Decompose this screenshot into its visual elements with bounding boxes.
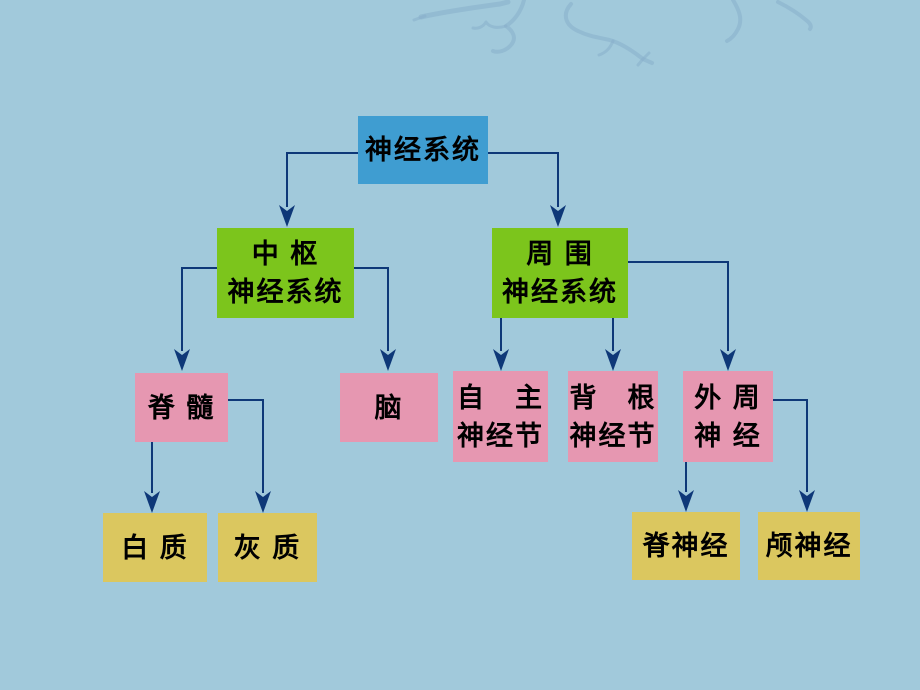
- node-peripheral-nerve-label-line1: 外 周: [694, 382, 762, 413]
- node-spinal-nerve-label: 脊神经: [642, 531, 730, 561]
- node-spinal-cord-label: 脊 髓: [147, 392, 216, 423]
- node-dorsal-root-label-line2: 神经节: [569, 420, 657, 451]
- node-dorsal-root-ganglia: 背 根 神经节: [568, 371, 658, 462]
- node-central-label-line1: 中 枢: [251, 239, 320, 269]
- connector-nervous-to-peripheral: [487, 152, 566, 227]
- node-central-label-line2: 神经系统: [227, 277, 344, 307]
- node-central-nervous-system: 中 枢 神经系统: [217, 228, 354, 318]
- connector-spinal-cord-to-gray-matter: [228, 399, 271, 513]
- node-peripheral-label-line2: 神经系统: [502, 277, 618, 307]
- connector-central-to-brain: [353, 267, 396, 371]
- node-white-matter-label: 白 质: [121, 532, 189, 563]
- connector-central-to-spinal-cord: [174, 267, 217, 371]
- node-peripheral-nerve-label-line2: 神 经: [694, 420, 762, 451]
- node-dorsal-root-label-line1: 背 根: [569, 382, 657, 413]
- connector-spinal-cord-to-white-matter: [144, 442, 160, 513]
- connector-peripheral-nerve-to-cranial-nerve: [773, 399, 815, 512]
- connector-peripheral-nerve-to-spinal-nerve: [678, 462, 694, 512]
- node-autonomic-ganglia: 自 主 神经节: [453, 371, 548, 462]
- node-nervous-system: 神经系统: [358, 116, 488, 184]
- node-brain: 脑: [340, 373, 438, 442]
- connector-peripheral-to-dorsal-root: [605, 318, 621, 371]
- node-spinal-cord: 脊 髓: [135, 373, 228, 442]
- node-gray-matter-label: 灰 质: [233, 532, 302, 563]
- node-peripheral-nerve: 外 周 神 经: [683, 371, 773, 462]
- node-brain-label: 脑: [374, 392, 404, 423]
- node-peripheral-nervous-system: 周 围 神经系统: [492, 228, 628, 318]
- node-cranial-nerve-label: 颅神经: [765, 531, 853, 561]
- connector-nervous-to-central: [279, 152, 358, 227]
- node-white-matter: 白 质: [103, 513, 207, 582]
- node-gray-matter: 灰 质: [218, 513, 317, 582]
- connector-peripheral-to-autonomic: [493, 318, 509, 371]
- node-spinal-nerve: 脊神经: [632, 512, 740, 580]
- node-cranial-nerve: 颅神经: [758, 512, 860, 580]
- node-autonomic-label-line1: 自 主: [457, 382, 544, 413]
- node-nervous-system-label: 神经系统: [365, 135, 481, 165]
- connector-peripheral-to-peripheral-nerve: [627, 261, 736, 371]
- node-peripheral-label-line1: 周 围: [526, 239, 594, 269]
- node-autonomic-label-line2: 神经节: [457, 420, 544, 451]
